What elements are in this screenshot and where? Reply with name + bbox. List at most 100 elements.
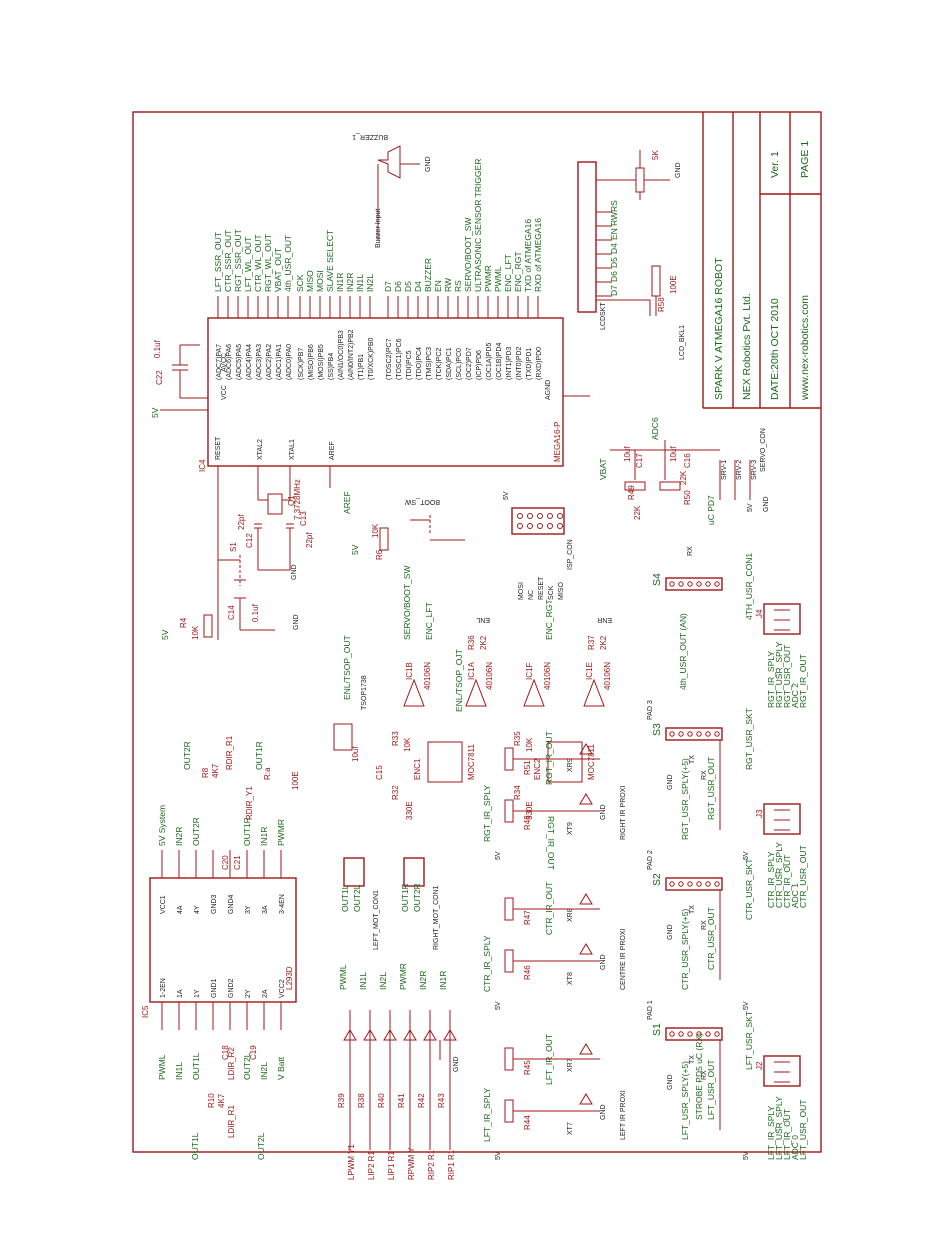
mcu-portb-pin-0: (SCK)PB7 — [298, 348, 305, 380]
socket-pad-0: PAD 1 — [647, 1000, 654, 1020]
c12-label: C12 — [245, 533, 254, 548]
l293-left-net-5: OUT2L — [242, 1052, 252, 1080]
motor-connectors: LEFT_MOT_CON1 RIGHT_MOT_CON1 OUT1L OUT2L… — [340, 857, 440, 950]
l293-left-pin-6: 2A — [262, 989, 269, 998]
socket-1-pin-5 — [714, 881, 720, 887]
mcu-portc-net-4: BUZZER — [423, 258, 433, 292]
mcu-portc-net-5: EN — [433, 280, 443, 292]
l293-right-pin-3: GND3 — [211, 894, 218, 914]
socket-5v-1: 5V — [743, 1001, 750, 1010]
prox-r10k-1 — [504, 897, 514, 921]
socket-0-pin-4 — [705, 1031, 711, 1037]
enl-tsop-out-net: ENL/TSOP_OUT — [342, 635, 352, 700]
prox-r10k-label-1: R47 — [523, 910, 532, 925]
servo-con-label: SERVO_CON — [760, 428, 767, 472]
s1-label: S1 — [229, 542, 238, 552]
socket-label-0: S1 — [651, 1023, 663, 1036]
r100e-tsop: 100E — [291, 771, 300, 790]
mcu-portb-net-4: IN1R — [335, 273, 345, 292]
l293-right-net-0: 5V System — [157, 805, 167, 846]
enc-rgt-net: ENC_RGT — [544, 599, 554, 640]
out1l-label: OUT1L — [190, 1132, 200, 1160]
c12-value: 22pf — [237, 514, 246, 530]
servo-5v: 5V — [747, 503, 754, 512]
c13-label: C13 — [299, 511, 308, 526]
crystal-gnd: GND — [291, 564, 298, 580]
ic1a-part: 40106N — [485, 662, 494, 690]
reset-gnd: GND — [293, 614, 300, 630]
dir-led-net-5: PWML — [338, 964, 348, 990]
left-mot-out1l: OUT1L — [340, 884, 350, 912]
prox-r100-label-1: R46 — [523, 965, 532, 980]
prox-xr-0: XR7 — [567, 1058, 574, 1072]
c14-label: C14 — [227, 605, 236, 620]
j-body-1 — [763, 803, 801, 835]
mcu-porta-pin-4: (ADC3)PA3 — [256, 344, 263, 380]
socket-pad-2: PAD 3 — [647, 700, 654, 720]
c22-capacitor: C22 0.1uf 5V — [150, 339, 200, 418]
l293-right-pin-2: 4Y — [194, 905, 201, 914]
prox-name-0: LEFT IR PROXI — [620, 1090, 627, 1140]
prox-out-1: CTR_IR_OUT — [544, 882, 554, 935]
socket-2-pin-0 — [669, 731, 675, 737]
socket-body-3 — [665, 577, 723, 591]
r58-value: 100E — [669, 275, 678, 294]
socket-3-pin-3 — [696, 581, 702, 587]
mcu-portd-net-3: PWML — [493, 266, 503, 292]
ic5-label: IC5 — [141, 1005, 150, 1018]
socket-2-pin-5 — [714, 731, 720, 737]
title-company: NEX Robotics Pvt. Ltd. — [741, 293, 753, 400]
enl-tsop-ojt-net: ENL/TSOP_OJT — [454, 649, 464, 712]
rdir-r1-label: RDIR_R1 — [225, 735, 234, 770]
socket-3-pin-0 — [669, 581, 675, 587]
prox-gnd-0: GND — [600, 1104, 607, 1120]
prox-r100-2 — [504, 799, 514, 823]
ic1f-label: IC1F — [525, 663, 534, 680]
servo-pin-3: SRV-3 — [751, 460, 758, 480]
uc-pd7-label: uC PD7 — [706, 495, 716, 525]
lcd-pin-6: RS — [609, 200, 619, 212]
c22-label: C22 — [155, 370, 164, 385]
fourth-out-label: 4th_USR_OUT (AN) — [678, 613, 688, 690]
mcu-portb-net-6: IN1L — [355, 274, 365, 292]
isp-pin-4: MISO — [558, 582, 565, 600]
mcu-portd-pin-0: (OC2)PD7 — [466, 347, 473, 380]
lcd-pin-3: D4 — [609, 243, 619, 254]
dir-led-name-5: LPWM Y1 — [347, 1144, 356, 1180]
socket-rx-2: RX — [701, 770, 708, 780]
c15-value: 10uf — [351, 746, 360, 762]
mcu-portd-net-1: ULTRASONIC SENSOR TRIGGER — [473, 159, 483, 292]
title-website: www.nex-robotics.com — [799, 295, 811, 401]
socket-0-pin-5 — [714, 1031, 720, 1037]
moc2-label: MOC7811 — [587, 744, 596, 780]
j-body-2 — [763, 603, 801, 635]
socket-sply-0: LFT_USR_SPLY(+5) — [680, 1061, 690, 1140]
l293-right-net-1: IN2R — [174, 827, 184, 846]
prox-r100-1 — [504, 949, 514, 973]
enr-led-label: ENR — [597, 616, 612, 623]
mcu-portd-net-6: TXD of ATMEGA16 — [523, 219, 533, 292]
lcd-pin-4: EN — [609, 228, 619, 240]
prox-sply-2: RGT_IR_SPLY — [482, 785, 492, 842]
rgt-ir-out-enc: RGT_IR_OUT — [546, 816, 556, 870]
isp-pin-dot2-2 — [537, 523, 543, 529]
j-1-net-4: CTR_USR_OUT — [798, 845, 808, 908]
r2k2-2: 2K2 — [599, 635, 608, 650]
socket-2-pin-1 — [678, 731, 684, 737]
prox-name-2: RIGHT IR PROXI — [620, 786, 627, 840]
mcu-portd-net-4: ENC_LFT — [503, 254, 513, 292]
mcu-portc-net-3: D4 — [413, 281, 423, 292]
mcu-portc-pin-1: (TOSC1)PC6 — [396, 338, 403, 380]
j-1-net-0: CTR_IR_SPLY — [766, 851, 776, 908]
l293-right-pin-1: 4A — [177, 905, 184, 914]
mcu-porta-net-5: RGT_WL_OUT — [263, 234, 273, 292]
prox-xr-2: XR9 — [567, 758, 574, 772]
dir-led-name-1: RIP2 R1 — [427, 1149, 436, 1180]
mcu-porta-net-4: CTR_WL_OUT — [253, 234, 263, 292]
socket-0-pin-1 — [678, 1031, 684, 1037]
prox-5v-2: 5V — [495, 851, 502, 860]
prox-r10k-2 — [504, 747, 514, 771]
mcu-portc-net-6: RW — [443, 278, 453, 292]
isp-pin-dot2-0 — [517, 523, 523, 529]
